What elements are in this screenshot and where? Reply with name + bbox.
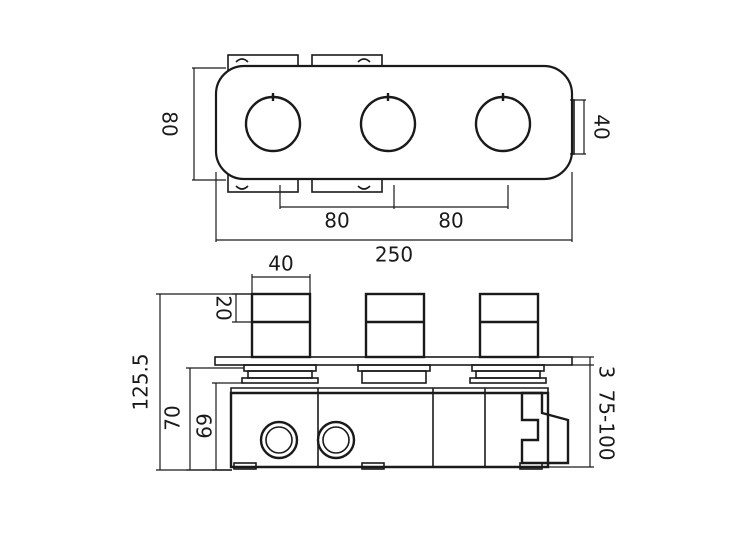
bracket-bottom-slots — [235, 185, 371, 190]
handle-left — [250, 292, 312, 359]
dim-plate-height: 80 — [158, 67, 226, 181]
top-view: 80 40 80 80 250 — [158, 54, 614, 267]
dim-plate-thickness-label: 3 — [595, 366, 619, 379]
dim-inner-height: 69 — [192, 382, 244, 471]
dim-body-depth: 40 — [570, 99, 614, 155]
dim-handle-height: 20 — [212, 293, 254, 323]
dim-handle-height-label: 20 — [212, 295, 236, 320]
elbow-connector — [520, 391, 570, 465]
dim-knob-spacing-right-label: 80 — [438, 209, 463, 233]
dim-knob-spacing-left-label: 80 — [324, 209, 349, 233]
collars — [241, 364, 547, 384]
outlet-left — [259, 420, 299, 460]
dim-inner-height-label: 69 — [192, 413, 216, 438]
bracket-top-slots — [235, 58, 371, 63]
knob-left — [244, 93, 302, 153]
handle-right — [478, 292, 540, 359]
plate-edge — [214, 356, 573, 366]
dim-body-height: 70 — [161, 367, 244, 471]
dim-right-stack: 3 75-100 — [548, 356, 619, 468]
dim-body-depth-label: 40 — [590, 114, 614, 139]
face-plate — [214, 64, 574, 181]
outlet-right — [316, 420, 356, 460]
dim-wall-depth-label: 75-100 — [595, 390, 619, 461]
side-view: 40 20 125.5 70 69 3 75-100 — [129, 252, 619, 471]
dim-overall-width-label: 250 — [375, 243, 413, 267]
dim-overall-width: 250 — [215, 172, 573, 267]
dim-knob-spacing: 80 80 — [279, 185, 509, 233]
knob-right — [474, 93, 532, 153]
dim-handle-width: 40 — [251, 252, 311, 296]
dim-overall-height-label: 125.5 — [129, 353, 153, 410]
handle-middle — [364, 292, 426, 359]
dim-handle-width-label: 40 — [268, 252, 293, 276]
dim-body-height-label: 70 — [161, 405, 185, 430]
dim-plate-height-label: 80 — [158, 111, 182, 136]
knob-middle — [359, 93, 417, 153]
